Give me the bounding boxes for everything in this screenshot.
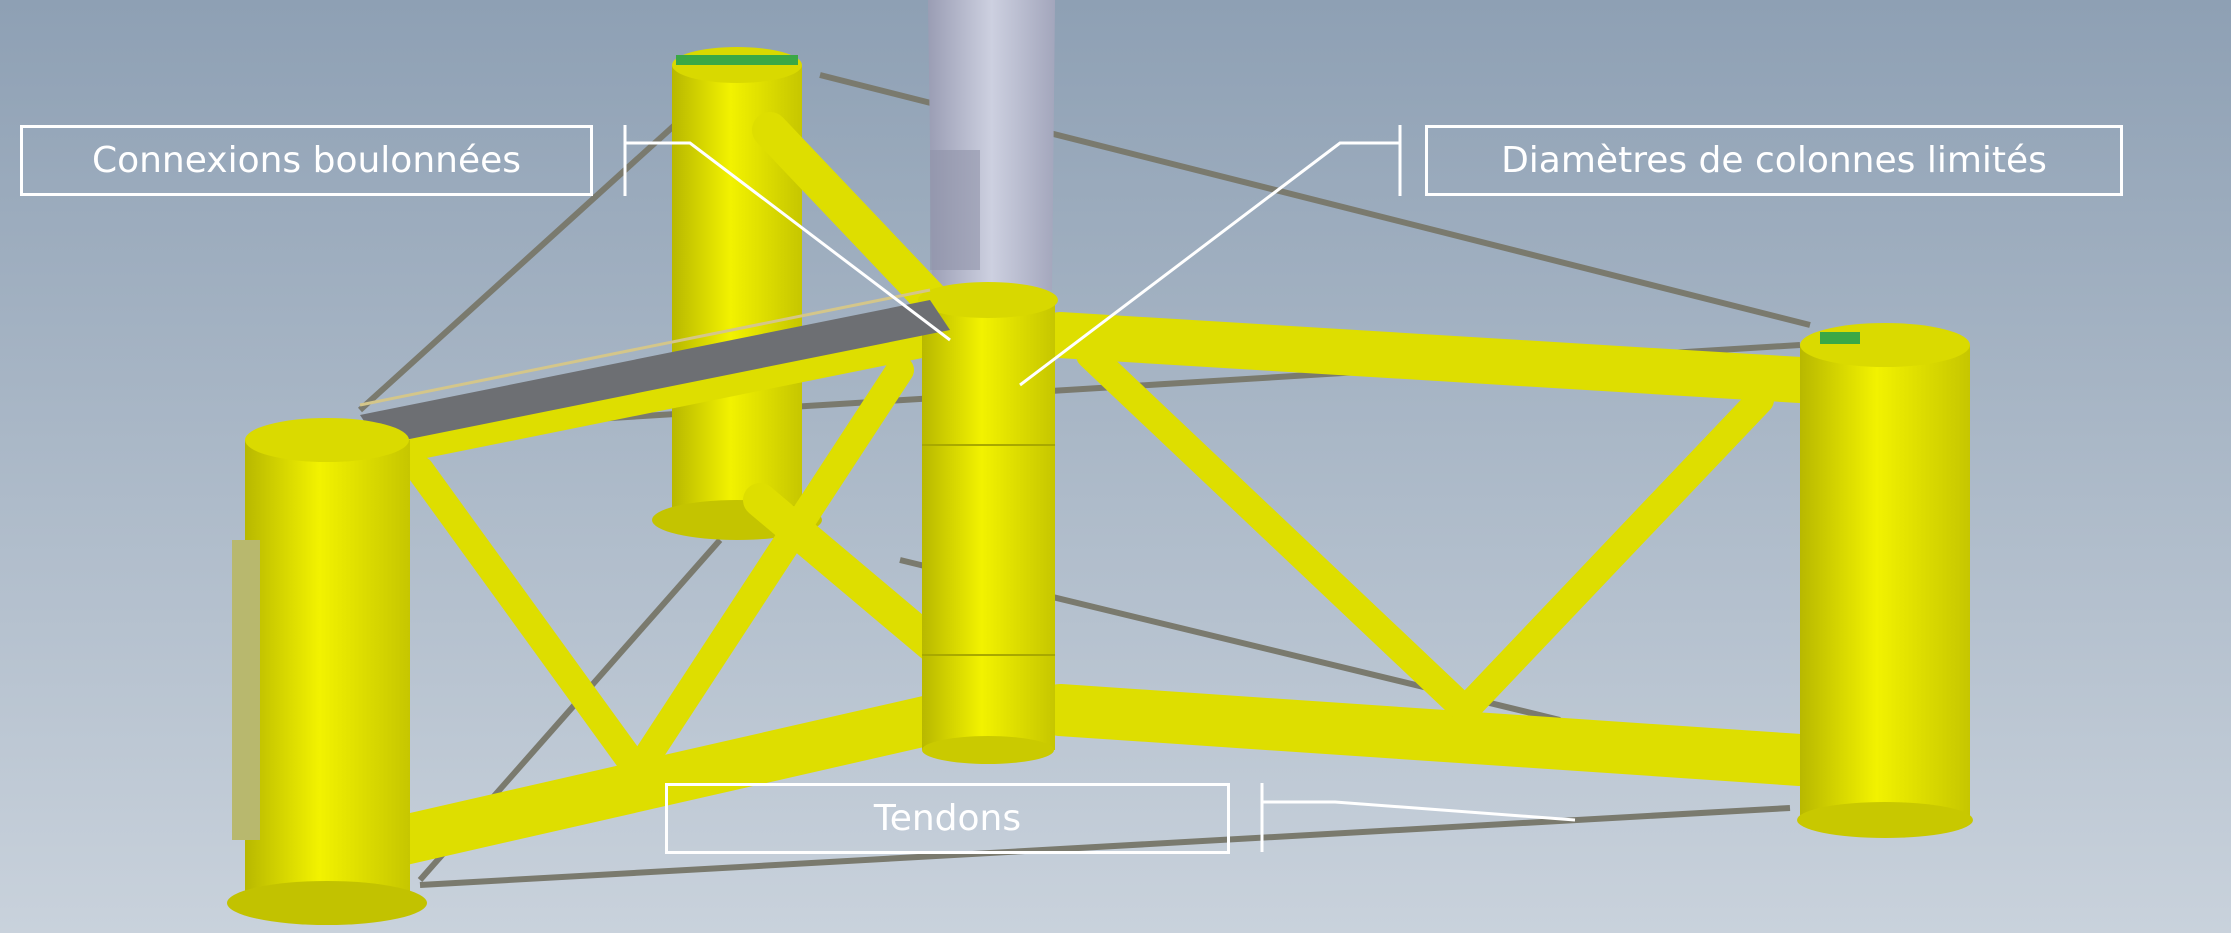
left-column: [227, 418, 427, 925]
callout-leaders: [623, 125, 1576, 852]
callout-bolted-connections: Connexions boulonnées: [20, 125, 593, 196]
right-column: [1797, 323, 1973, 838]
callout-tendons: Tendons: [665, 783, 1230, 854]
walkway: [359, 288, 950, 445]
back-column: [652, 47, 822, 540]
central-column: [918, 282, 1058, 764]
callout-column-diameters: Diamètres de colonnes limités: [1425, 125, 2123, 196]
pontoons-and-braces: [335, 112, 1826, 875]
wind-turbine-tower: [928, 0, 1055, 290]
